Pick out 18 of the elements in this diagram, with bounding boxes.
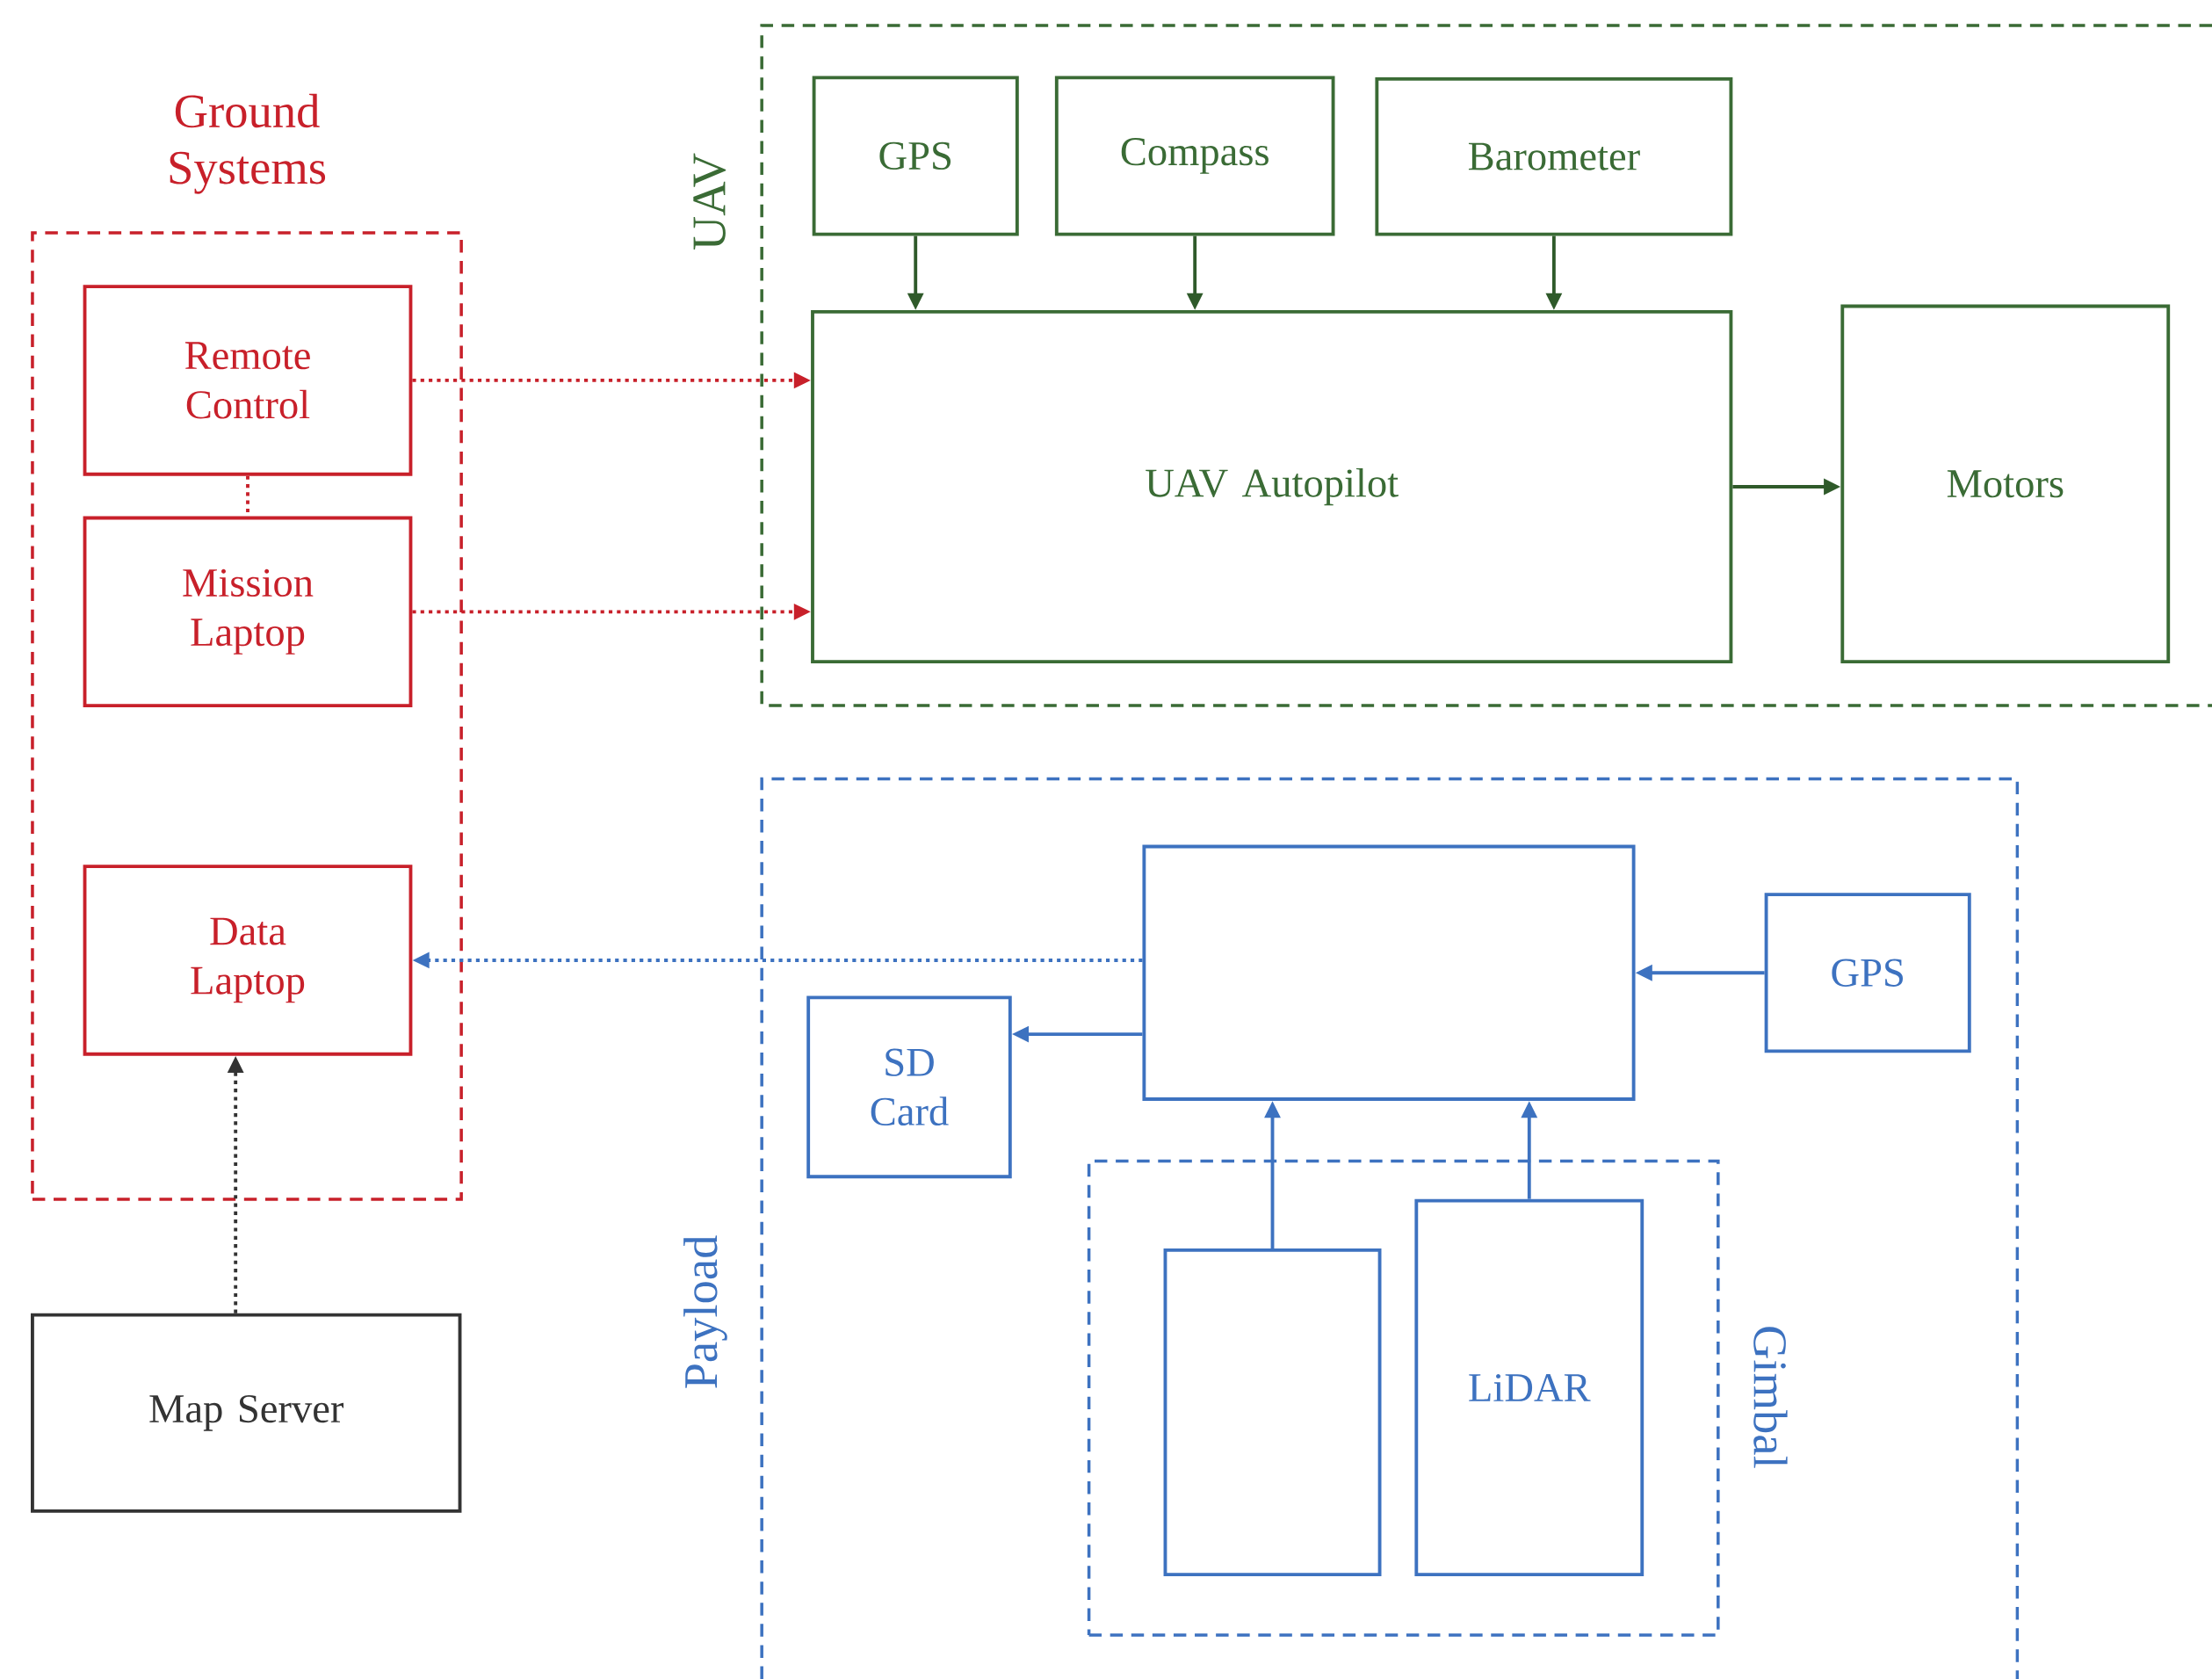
process-box: UAV Autopilot xyxy=(811,310,1733,664)
process-box: Data Laptop xyxy=(83,865,413,1056)
group-title: Payload xyxy=(683,1235,727,1388)
process-box: GPS xyxy=(1764,893,1971,1053)
process-box: Compass xyxy=(1054,76,1335,236)
empty-box xyxy=(1163,1248,1382,1577)
process-box: Map Server xyxy=(31,1313,462,1513)
process-box: Motors xyxy=(1840,304,2171,664)
empty-box xyxy=(1142,844,1636,1101)
process-box: SD Card xyxy=(806,995,1012,1179)
process-box: Remote Control xyxy=(83,285,413,476)
group-title: Gimbal xyxy=(1753,1327,1788,1468)
process-box: LiDAR xyxy=(1414,1198,1645,1577)
process-box: Barometer xyxy=(1375,77,1733,236)
process-box: Mission Laptop xyxy=(83,516,413,708)
group-title: UAV xyxy=(693,153,726,250)
group-title: Ground Systems xyxy=(170,93,326,194)
process-box: GPS xyxy=(812,76,1019,236)
